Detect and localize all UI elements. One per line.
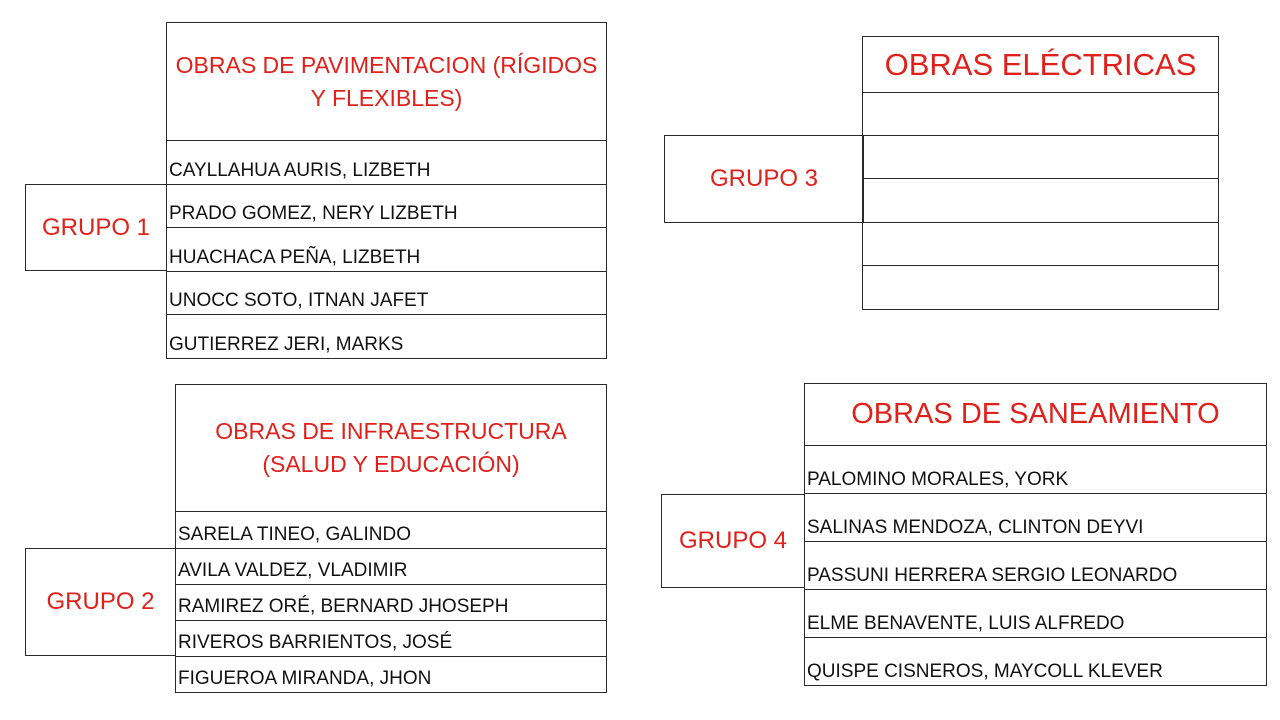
- group-1-member-4: UNOCC SOTO, ITNAN JAFET: [166, 271, 607, 315]
- group-1-member-1: CAYLLAHUA AURIS, LIZBETH: [166, 140, 607, 185]
- group-2-member-4: RIVEROS BARRIENTOS, JOSÉ: [175, 620, 607, 657]
- group-2-member-1: SARELA TINEO, GALINDO: [175, 511, 607, 549]
- group-2-label: GRUPO 2: [25, 548, 176, 656]
- group-3-member-4: [862, 222, 1219, 266]
- group-1-header: OBRAS DE PAVIMENTACION (RÍGIDOS Y FLEXIB…: [166, 22, 607, 141]
- group-4-member-2: SALINAS MENDOZA, CLINTON DEYVI: [804, 493, 1267, 542]
- group-1-member-2: PRADO GOMEZ, NERY LIZBETH: [166, 184, 607, 228]
- group-1-member-3: HUACHACA PEÑA, LIZBETH: [166, 227, 607, 272]
- group-1-member-5: GUTIERREZ JERI, MARKS: [166, 314, 607, 359]
- group-3-label: GRUPO 3: [664, 135, 864, 223]
- group-4-member-4: ELME BENAVENTE, LUIS ALFREDO: [804, 589, 1267, 638]
- group-1-table: OBRAS DE PAVIMENTACION (RÍGIDOS Y FLEXIB…: [166, 22, 607, 359]
- group-3-member-2: [862, 135, 1219, 179]
- group-2-member-2: AVILA VALDEZ, VLADIMIR: [175, 548, 607, 585]
- group-4-member-1: PALOMINO MORALES, YORK: [804, 445, 1267, 494]
- group-1-label: GRUPO 1: [25, 184, 167, 271]
- group-2-table: OBRAS DE INFRAESTRUCTURA (SALUD Y EDUCAC…: [175, 384, 607, 693]
- group-3-header: OBRAS ELÉCTRICAS: [862, 36, 1219, 93]
- group-2-member-3: RAMIREZ ORÉ, BERNARD JHOSEPH: [175, 584, 607, 621]
- group-3-member-1: [862, 92, 1219, 136]
- group-2-member-5: FIGUEROA MIRANDA, JHON: [175, 656, 607, 693]
- group-4-header: OBRAS DE SANEAMIENTO: [804, 383, 1267, 446]
- group-4-table: OBRAS DE SANEAMIENTO PALOMINO MORALES, Y…: [804, 383, 1267, 686]
- group-4-member-5: QUISPE CISNEROS, MAYCOLL KLEVER: [804, 637, 1267, 686]
- group-3-member-5: [862, 265, 1219, 310]
- group-4-member-3: PASSUNI HERRERA SERGIO LEONARDO: [804, 541, 1267, 590]
- group-2-header: OBRAS DE INFRAESTRUCTURA (SALUD Y EDUCAC…: [175, 384, 607, 512]
- group-3-member-3: [862, 178, 1219, 223]
- group-3-table: OBRAS ELÉCTRICAS: [862, 36, 1219, 310]
- group-4-label: GRUPO 4: [661, 494, 805, 588]
